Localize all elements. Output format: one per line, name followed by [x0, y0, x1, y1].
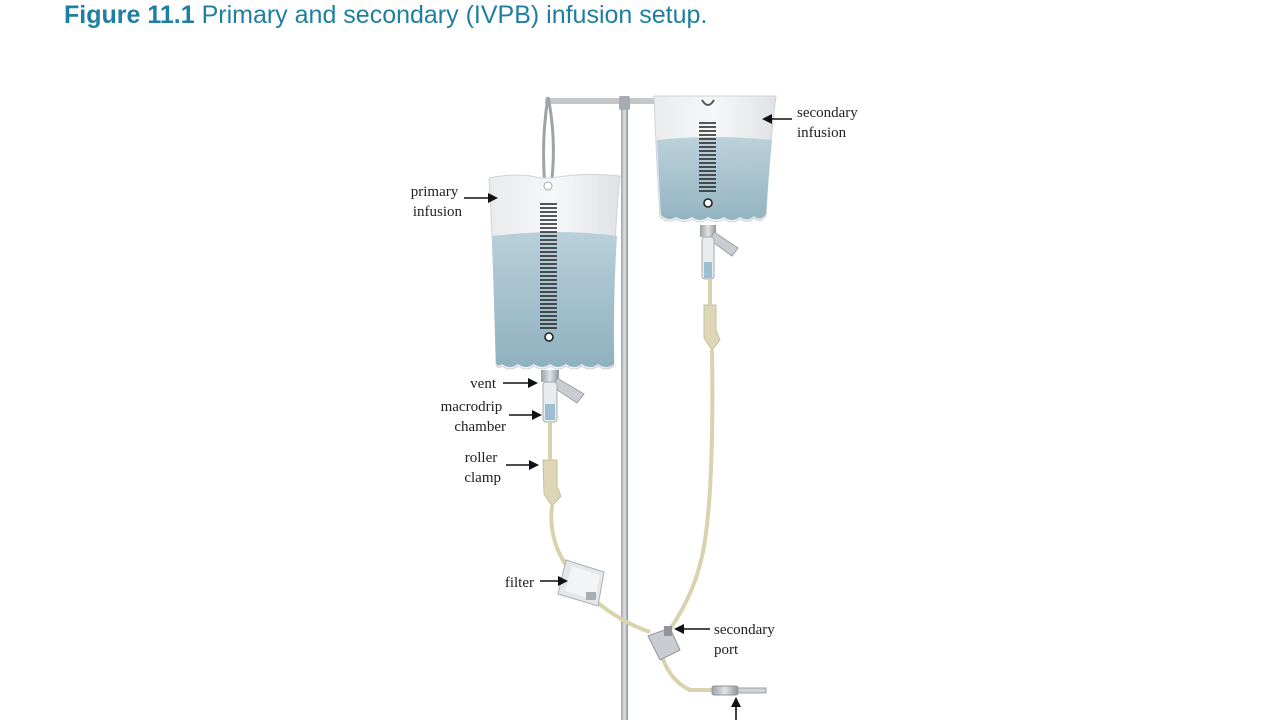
label-roller-clamp: roller clamp	[464, 450, 501, 486]
label-secondary-infusion: secondary infusion	[797, 105, 862, 141]
label-macrodrip-chamber: macrodrip chamber	[441, 399, 506, 435]
label-arrows	[464, 114, 792, 720]
primary-bag	[488, 173, 621, 370]
figure-title: Primary and secondary (IVPB) infusion se…	[201, 1, 708, 29]
primary-roller-clamp	[542, 459, 562, 507]
label-filter: filter	[505, 575, 534, 591]
label-vent: vent	[470, 376, 497, 392]
primary-bag-scale	[540, 203, 557, 329]
needle-connector	[711, 685, 767, 696]
primary-tubing	[548, 422, 714, 692]
figure-caption: Figure 11.1 Primary and secondary (IVPB)…	[64, 0, 707, 30]
filter	[557, 559, 605, 607]
iv-pole	[545, 96, 665, 720]
secondary-port	[647, 626, 681, 661]
secondary-tubing	[666, 279, 715, 634]
figure-number: Figure 11.1	[64, 1, 195, 29]
label-primary-infusion: primary infusion	[411, 184, 463, 220]
secondary-drip-chamber	[700, 225, 739, 280]
label-secondary-port: secondary port	[714, 622, 779, 658]
primary-drip-chamber	[541, 370, 585, 423]
secondary-bag-scale	[699, 122, 716, 192]
secondary-roller-clamp	[703, 304, 721, 351]
primary-hanger	[542, 96, 555, 189]
secondary-bag	[653, 95, 777, 223]
